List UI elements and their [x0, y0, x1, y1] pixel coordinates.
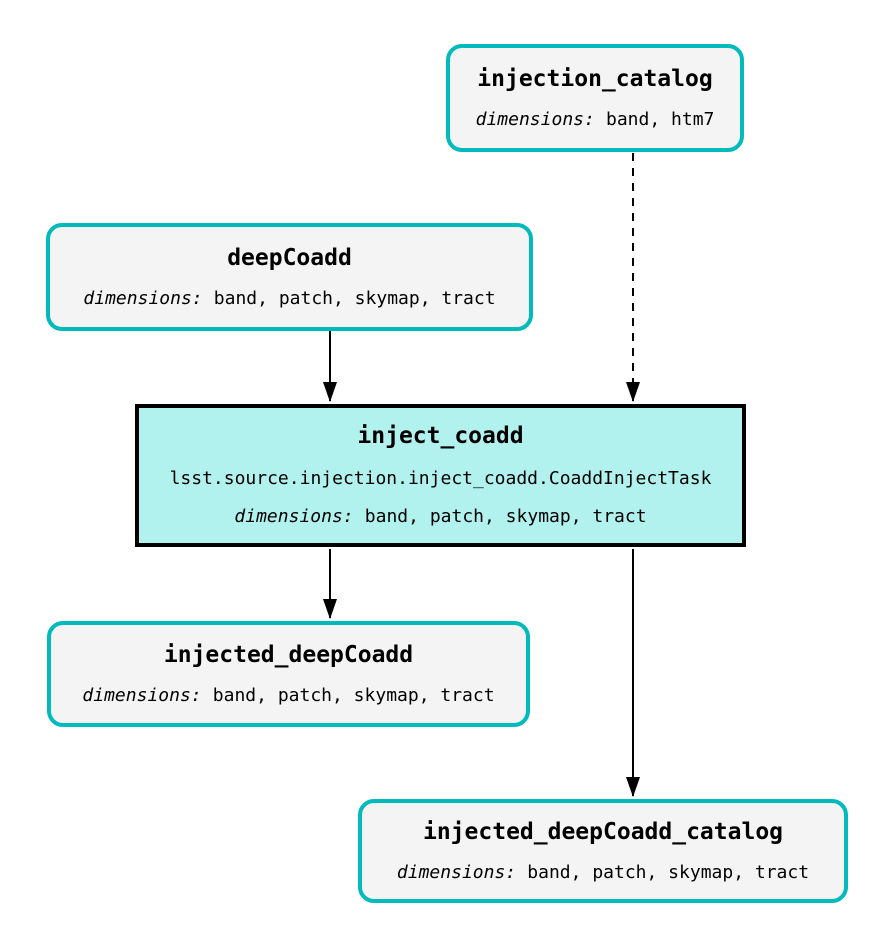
dimensions-label: dimensions: — [475, 108, 595, 130]
dimensions-value: band, htm7 — [606, 108, 715, 130]
dimensions-label: dimensions: — [234, 506, 354, 528]
dataset-title: injected_deepCoadd — [163, 641, 414, 668]
dataset-dimensions: dimensions: band, patch, skymap, tract — [397, 862, 809, 884]
task-class: lsst.source.injection.inject_coadd.Coadd… — [169, 467, 712, 489]
dimensions-label: dimensions: — [396, 861, 517, 883]
dataset-dimensions: dimensions: band, patch, skymap, tract — [82, 685, 494, 707]
dataset-dimensions: dimensions: band, htm7 — [476, 109, 715, 131]
dimensions-label: dimensions: — [82, 684, 202, 706]
task-title: inject_coadd — [357, 423, 524, 450]
dimensions-value: band, patch, skymap, tract — [213, 287, 496, 309]
dimensions-value: band, patch, skymap, tract — [212, 684, 495, 706]
node-injected_deepCoadd: injected_deepCoadd dimensions: band, patc… — [47, 621, 530, 727]
dataset-dimensions: dimensions: band, patch, skymap, tract — [83, 288, 495, 310]
node-deepCoadd: deepCoadd dimensions: band, patch, skymap… — [46, 223, 533, 331]
node-injection-catalog: injection_catalog dimensions: band, htm7 — [446, 44, 744, 152]
dimensions-label: dimensions: — [83, 287, 203, 309]
dataset-title: injection_catalog — [477, 65, 713, 92]
dimensions-value: band, patch, skymap, tract — [364, 506, 647, 528]
dataset-title: injected_deepCoadd_catalog — [422, 818, 784, 845]
node-inject_coadd-task: inject_coadd lsst.source.injection.injec… — [135, 404, 746, 547]
dataset-title: deepCoadd — [227, 244, 352, 271]
dimensions-value: band, patch, skymap, tract — [527, 861, 810, 883]
node-injected_deepCoadd_catalog: injected_deepCoadd_catalog dimensions: ba… — [358, 799, 848, 903]
task-dimensions: dimensions: band, patch, skymap, tract — [234, 506, 646, 528]
